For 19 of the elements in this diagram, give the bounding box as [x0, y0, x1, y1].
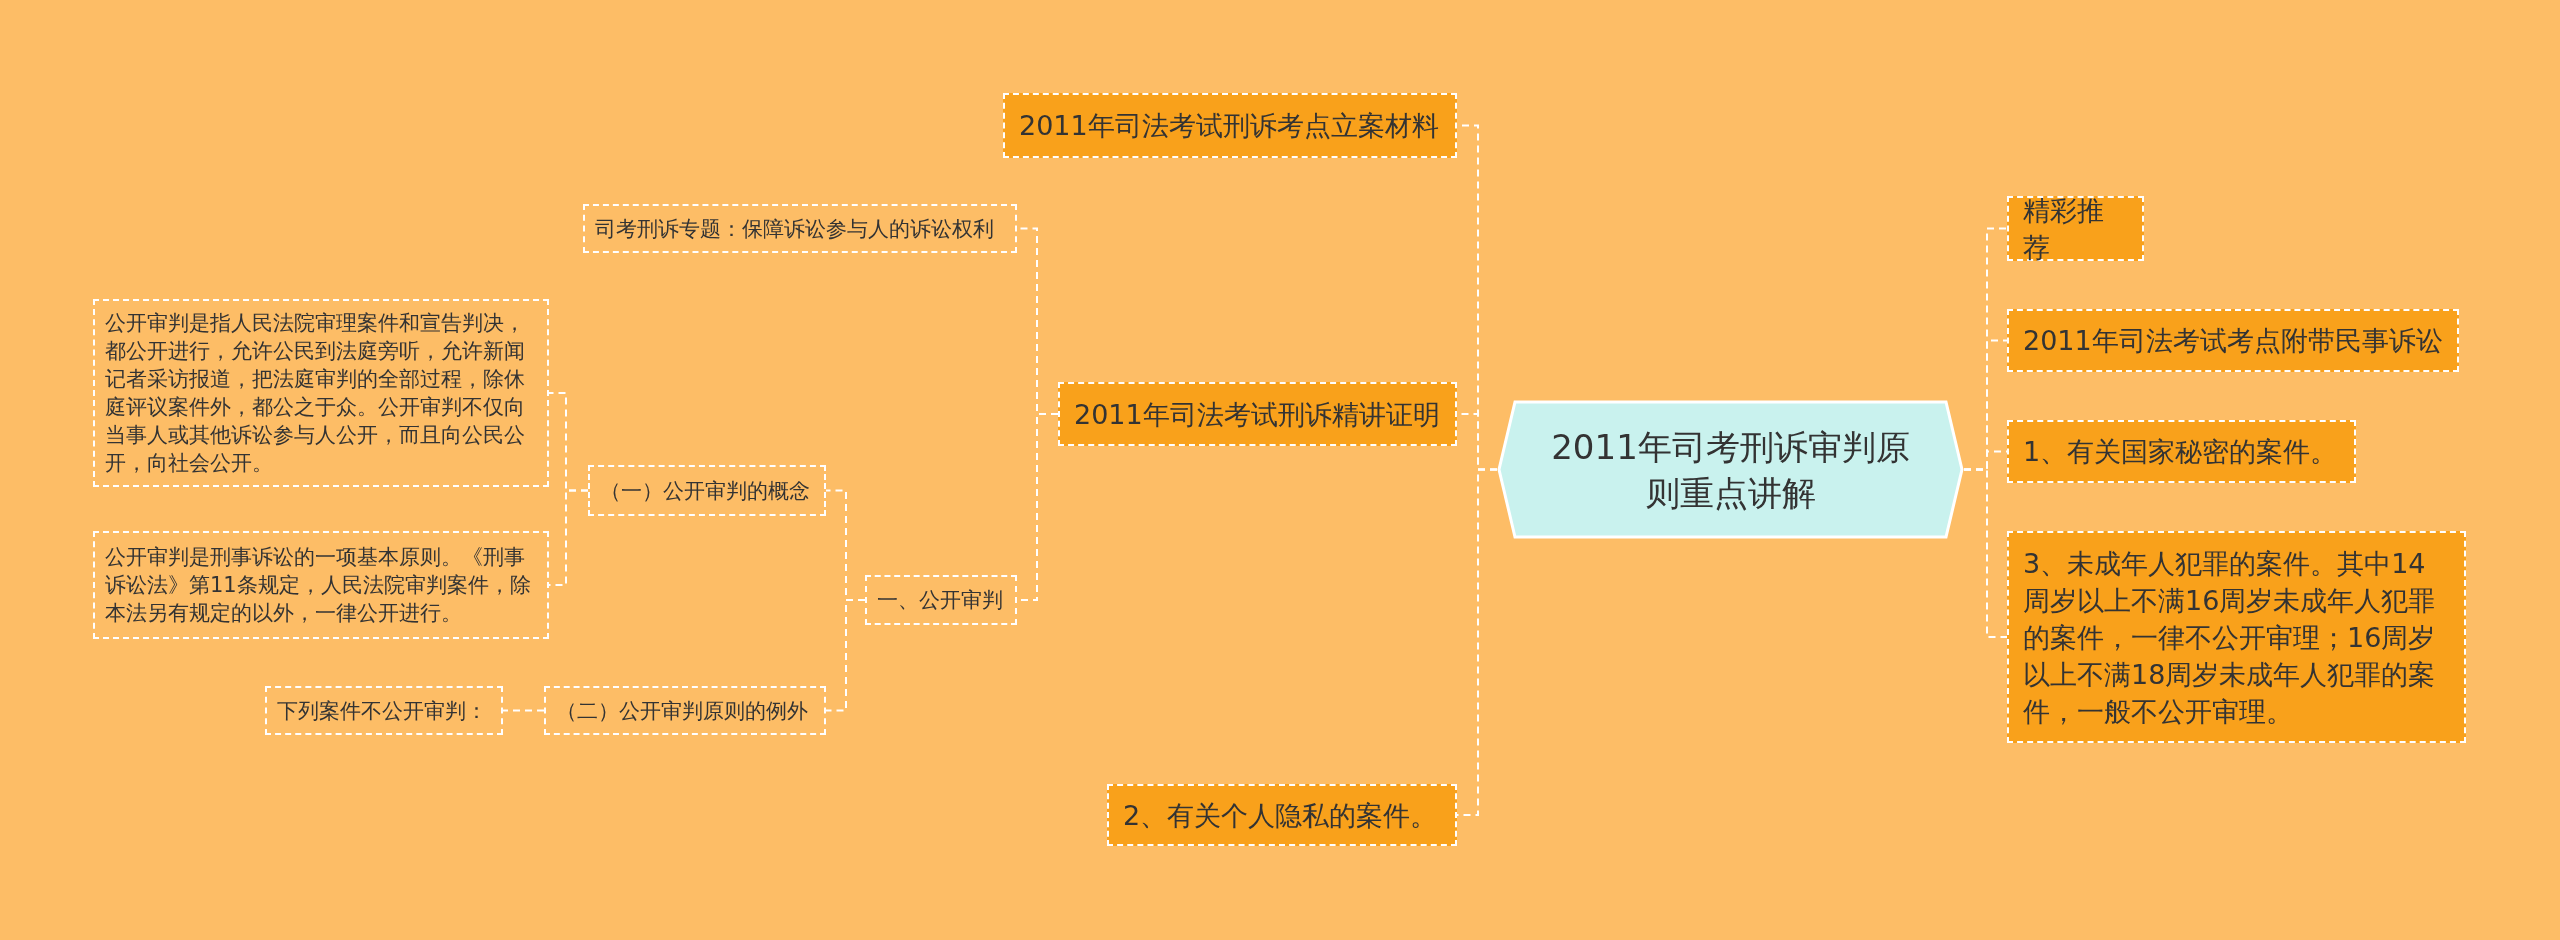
topic-box: 2011年司法考试考点附带民事诉讼: [2007, 309, 2459, 372]
topic-box: 3、未成年人犯罪的案件。其中14周岁以上不满16周岁未成年人犯罪的案件，一律不公开审理；16周岁以上不满18周岁未成年人犯罪的案件，一般不公开审理。: [2007, 531, 2466, 743]
connector-line: [1963, 468, 2008, 638]
topic-box: 2、有关个人隐私的案件。: [1107, 784, 1457, 846]
subtopic-box: （一）公开审判的概念: [588, 465, 826, 516]
topic-box: 精彩推荐: [2007, 196, 2144, 261]
topic-box: 2011年司法考试刑诉考点立案材料: [1003, 93, 1457, 158]
connector-line: [548, 489, 589, 586]
topic-box: 2011年司法考试刑诉精讲证明: [1058, 382, 1457, 446]
subtopic-box: 下列案件不公开审判：: [265, 686, 503, 735]
topic-hexagon: 2011年司考刑诉审判原则重点讲解: [1497, 400, 1964, 539]
topic-box: 1、有关国家秘密的案件。: [2007, 420, 2356, 483]
subtopic-box: 司考刑诉专题：保障诉讼参与人的诉讼权利: [583, 204, 1017, 253]
subtopic-box: （二）公开审判原则的例外: [544, 686, 826, 735]
connector-line: [502, 709, 545, 712]
subtopic-box: 公开审判是指人民法院审理案件和宣告判决，都公开进行，允许公民到法庭旁听，允许新闻记者采访报道，把法庭审判的全部过程，除休庭评议案件外，都公之于众。公开审判不仅向当事人或其他诉讼参与人公开，而且向公民公开，向社会公开。: [93, 299, 549, 487]
subtopic-box: 一、公开审判: [865, 575, 1017, 625]
subtopic-box: 公开审判是刑事诉讼的一项基本原则。《刑事诉讼法》第11条规定，人民法院审判案件，除本法另有规定的以外，一律公开进行。: [93, 531, 549, 639]
connector-line: [825, 599, 866, 712]
